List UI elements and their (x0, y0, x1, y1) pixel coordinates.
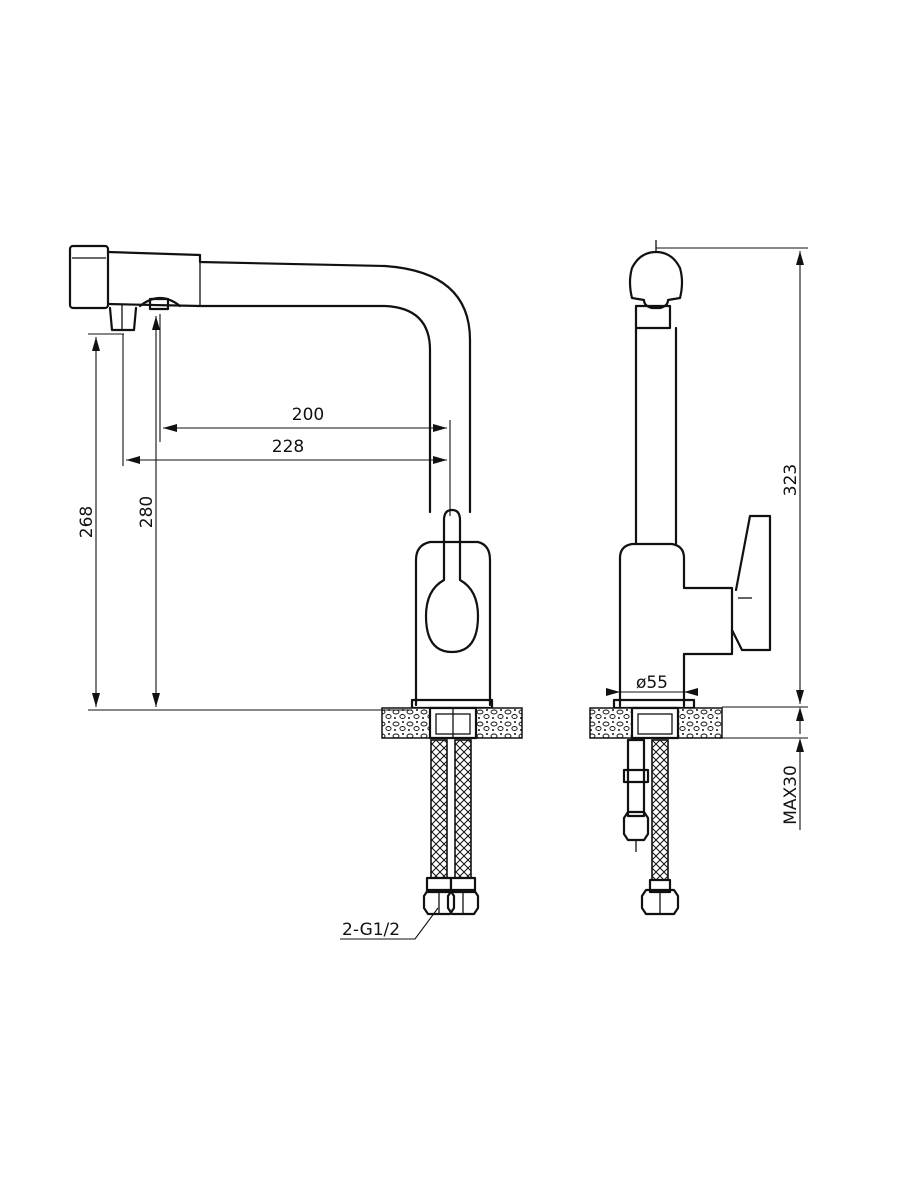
side-spout-head (628, 250, 684, 310)
dim-label-228: 228 (272, 437, 304, 457)
dim-max30: MAX30 (722, 707, 808, 830)
dim-55: ø55 (606, 673, 698, 706)
mounting-rod (626, 738, 646, 818)
side-base-plate (612, 698, 696, 710)
front-view: 200 228 268 280 2 (68, 244, 523, 940)
dim-280: 280 (137, 316, 160, 707)
dim-323: 323 (656, 247, 808, 708)
side-hose-nut (640, 888, 680, 916)
dim-label-55: ø55 (636, 673, 668, 693)
hose-right (454, 739, 472, 879)
side-lever (730, 514, 772, 652)
dim-268: 268 (77, 333, 124, 707)
side-hose (651, 739, 669, 881)
side-body (618, 542, 734, 708)
dim-label-268: 268 (77, 506, 97, 538)
dim-200: 200 (159, 314, 451, 516)
faucet-body (414, 540, 492, 707)
spout-tube (106, 250, 472, 514)
spout-head (68, 244, 110, 310)
base-plate (410, 698, 494, 710)
side-view: ø55 323 MAX30 (589, 240, 808, 916)
thread-label: 2-G1/2 (342, 920, 400, 940)
hose-nut-left (422, 888, 456, 916)
dim-label-280: 280 (137, 496, 157, 528)
thread-callout: 2-G1/2 (340, 907, 439, 940)
mounting-nut (622, 810, 650, 842)
hose-nut-right (446, 888, 480, 916)
dim-label-323: 323 (781, 464, 801, 496)
hose-left (430, 739, 448, 879)
dim-label-max30: MAX30 (781, 765, 801, 825)
dim-label-200: 200 (292, 405, 324, 425)
secondary-outlet (108, 306, 138, 332)
dim-228: 228 (122, 334, 447, 466)
lever-handle (424, 508, 480, 654)
